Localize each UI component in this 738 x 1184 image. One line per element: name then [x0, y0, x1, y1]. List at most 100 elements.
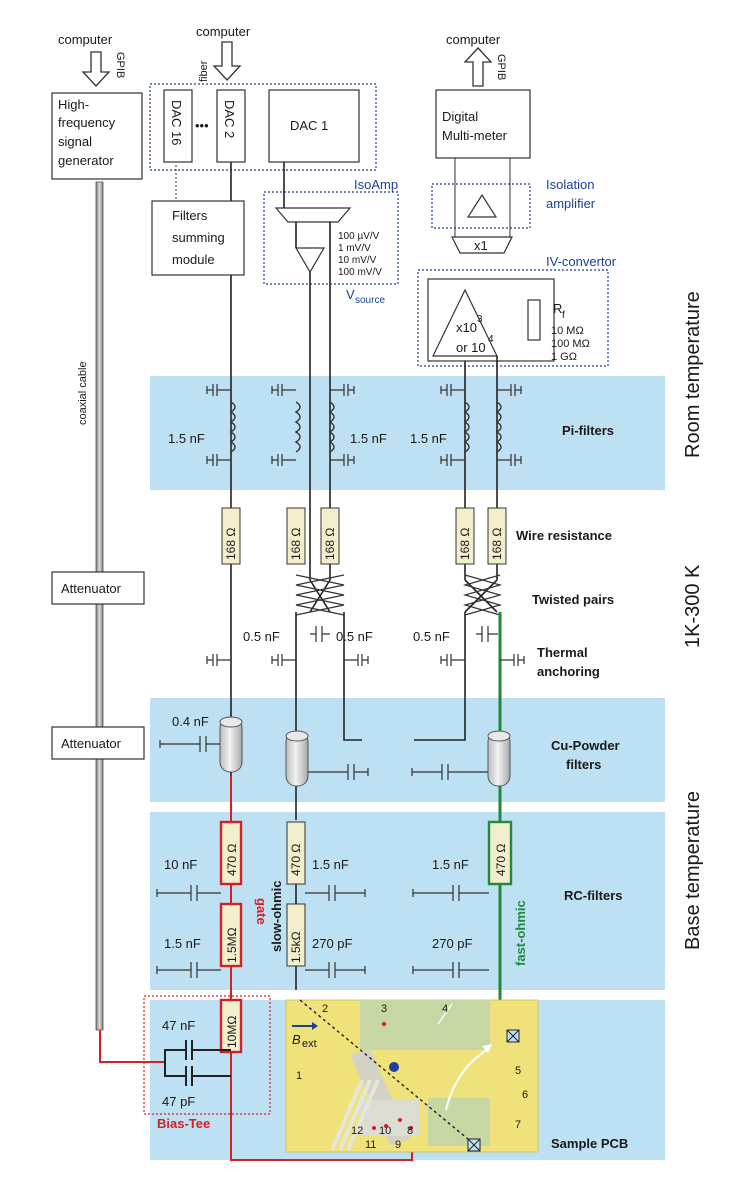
pcb-label-11: 11 — [365, 1139, 376, 1151]
pi-cap-3: 1.5 nF — [410, 431, 447, 446]
iv-amp-triangle — [432, 288, 498, 357]
vsource-gain-3: 10 mV/V — [338, 255, 377, 266]
wire-resistors — [221, 507, 507, 565]
bias-tee-feed — [99, 1030, 165, 1063]
coax-label: coaxial cable — [77, 361, 89, 425]
vsource-subscript: source — [355, 295, 385, 306]
bias-r10m-label: 10MΩ — [225, 1016, 239, 1048]
dac16-box — [163, 89, 193, 163]
computer-label-2: computer — [196, 24, 251, 39]
iv-convertor-label: IV-convertor — [546, 254, 617, 269]
arrow-down-icon — [81, 51, 111, 87]
twisted-pair-left — [295, 574, 345, 616]
isoamp-trapezoid — [274, 207, 352, 223]
bias-c47n: 47 nF — [162, 1018, 195, 1033]
thermal-cap-1: 0.5 nF — [243, 629, 280, 644]
rc-c10n: 10 nF — [164, 857, 197, 872]
pcb-label-4: 4 — [442, 1003, 448, 1015]
dac1-box — [268, 89, 360, 163]
bias-r10m — [219, 998, 243, 1054]
rf-value-2: 100 MΩ — [551, 338, 590, 350]
band-pi-filters — [150, 376, 665, 490]
wire-res-4: 168 Ω — [458, 528, 472, 560]
iv-gain-a: x10 — [456, 320, 477, 335]
bext-label: B — [292, 1032, 301, 1047]
top-arrows — [81, 41, 493, 87]
iv-gain-b: or 10 — [456, 340, 486, 355]
isoamp-label: IsoAmp — [354, 177, 398, 192]
sample-pcb — [285, 999, 539, 1153]
pcb-label-12: 12 — [351, 1125, 363, 1137]
iv-gain-b-exp: 4 — [488, 334, 494, 345]
wire-res-3: 168 Ω — [323, 528, 337, 560]
dac2-label: DAC 2 — [222, 100, 237, 138]
twisted-pair-right — [462, 574, 503, 616]
range-label: 1K-300 K — [682, 564, 704, 648]
sample-pcb-label: Sample PCB — [551, 1136, 628, 1151]
pi-inductors — [229, 401, 502, 453]
wire-res-5: 168 Ω — [490, 528, 504, 560]
hf-gen-line-4: generator — [58, 153, 114, 168]
dac-group-box — [149, 83, 377, 171]
inductor-icon — [328, 401, 335, 453]
rc-c15n-slow: 1.5 nF — [312, 857, 349, 872]
hf-signal-generator — [51, 92, 143, 180]
sample-dot — [389, 1062, 399, 1072]
dmm-line-2: Multi-meter — [442, 128, 508, 143]
iv-gain-a-exp: 3 — [477, 314, 483, 325]
pi-cap-2: 1.5 nF — [350, 431, 387, 446]
vsource-gain-1: 100 µV/V — [338, 231, 380, 242]
thermal-caps — [206, 626, 525, 666]
cu-powder-filters — [219, 716, 511, 787]
slow-ohmic-label: slow-ohmic — [269, 880, 284, 952]
hf-gen-line-3: signal — [58, 134, 92, 149]
gate-label: gate — [254, 898, 269, 925]
x1-label: x1 — [474, 238, 488, 253]
thermal-label-1: Thermal — [537, 645, 588, 660]
cu-label-2: filters — [566, 757, 601, 772]
fiber-label: fiber — [198, 60, 210, 82]
fast-r470-label: 470 Ω — [494, 844, 508, 876]
attenuator-2-label: Attenuator — [61, 736, 122, 751]
filters-module-line-1: Filters — [172, 208, 208, 223]
rf-subscript: f — [562, 310, 565, 321]
isolation-triangle — [466, 193, 498, 218]
computer-label-3: computer — [446, 32, 501, 47]
pcb-label-7: 7 — [515, 1119, 521, 1131]
rc-c270p-slow: 270 pF — [312, 936, 353, 951]
pcb-label-10: 10 — [379, 1125, 391, 1137]
twisted-pairs-label: Twisted pairs — [532, 592, 614, 607]
pcb-label-3: 3 — [381, 1003, 387, 1015]
bias-c47p: 47 pF — [162, 1094, 195, 1109]
vsource-triangle — [294, 247, 326, 274]
bias-tee-box — [143, 995, 271, 1115]
pi-cap-1: 1.5 nF — [168, 431, 205, 446]
computer-label-1: computer — [58, 32, 113, 47]
pcb-label-5: 5 — [515, 1065, 521, 1077]
vsource-gain-4: 100 mV/V — [338, 267, 382, 278]
arrow-up-icon — [463, 47, 493, 87]
filters-summing-module — [151, 200, 245, 276]
dmm-line-1: Digital — [442, 109, 478, 124]
pi-filters-label: Pi-filters — [562, 423, 614, 438]
coaxial-cable — [95, 181, 104, 1031]
slow-r15k-label: 1.5kΩ — [289, 931, 303, 963]
thermal-cap-2: 0.5 nF — [336, 629, 373, 644]
inductor-icon — [229, 401, 236, 453]
x1-trapezoid — [451, 236, 513, 254]
gpib-label-3: GPIB — [495, 54, 507, 80]
rc-c15n-fast: 1.5 nF — [432, 857, 469, 872]
pcb-label-1: 1 — [296, 1070, 302, 1082]
thermal-cap-3: 0.5 nF — [413, 629, 450, 644]
base-temperature-label: Base temperature — [682, 791, 704, 950]
pcb-label-9: 9 — [395, 1139, 401, 1151]
dac-dots: ••• — [195, 118, 209, 133]
isolation-amp-box — [431, 183, 531, 229]
hf-gen-line-1: High- — [58, 97, 89, 112]
rf-value-3: 1 GΩ — [551, 351, 577, 363]
gpib-label-1: GPIB — [114, 52, 126, 78]
gate-r15m-label: 1.5MΩ — [225, 927, 239, 963]
vsource-gain-2: 1 mV/V — [338, 243, 371, 254]
